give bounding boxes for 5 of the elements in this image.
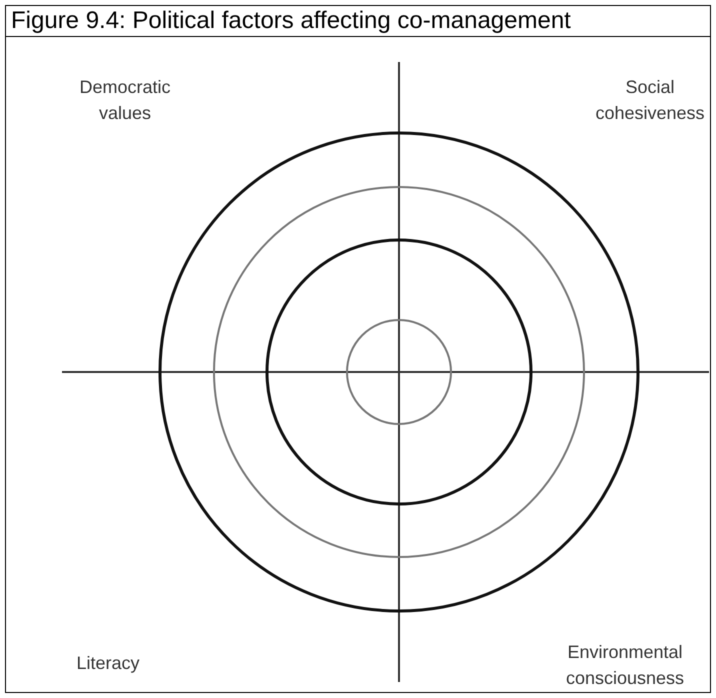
figure-title: Figure 9.4: Political factors affecting co-management bbox=[11, 6, 571, 36]
quadrant-label: Environmental consciousness bbox=[564, 641, 686, 690]
quadrant-label: Democratic values bbox=[78, 76, 172, 125]
quadrant-label: Social cohesiveness bbox=[594, 76, 706, 125]
quadrant-label: Literacy bbox=[75, 652, 141, 675]
